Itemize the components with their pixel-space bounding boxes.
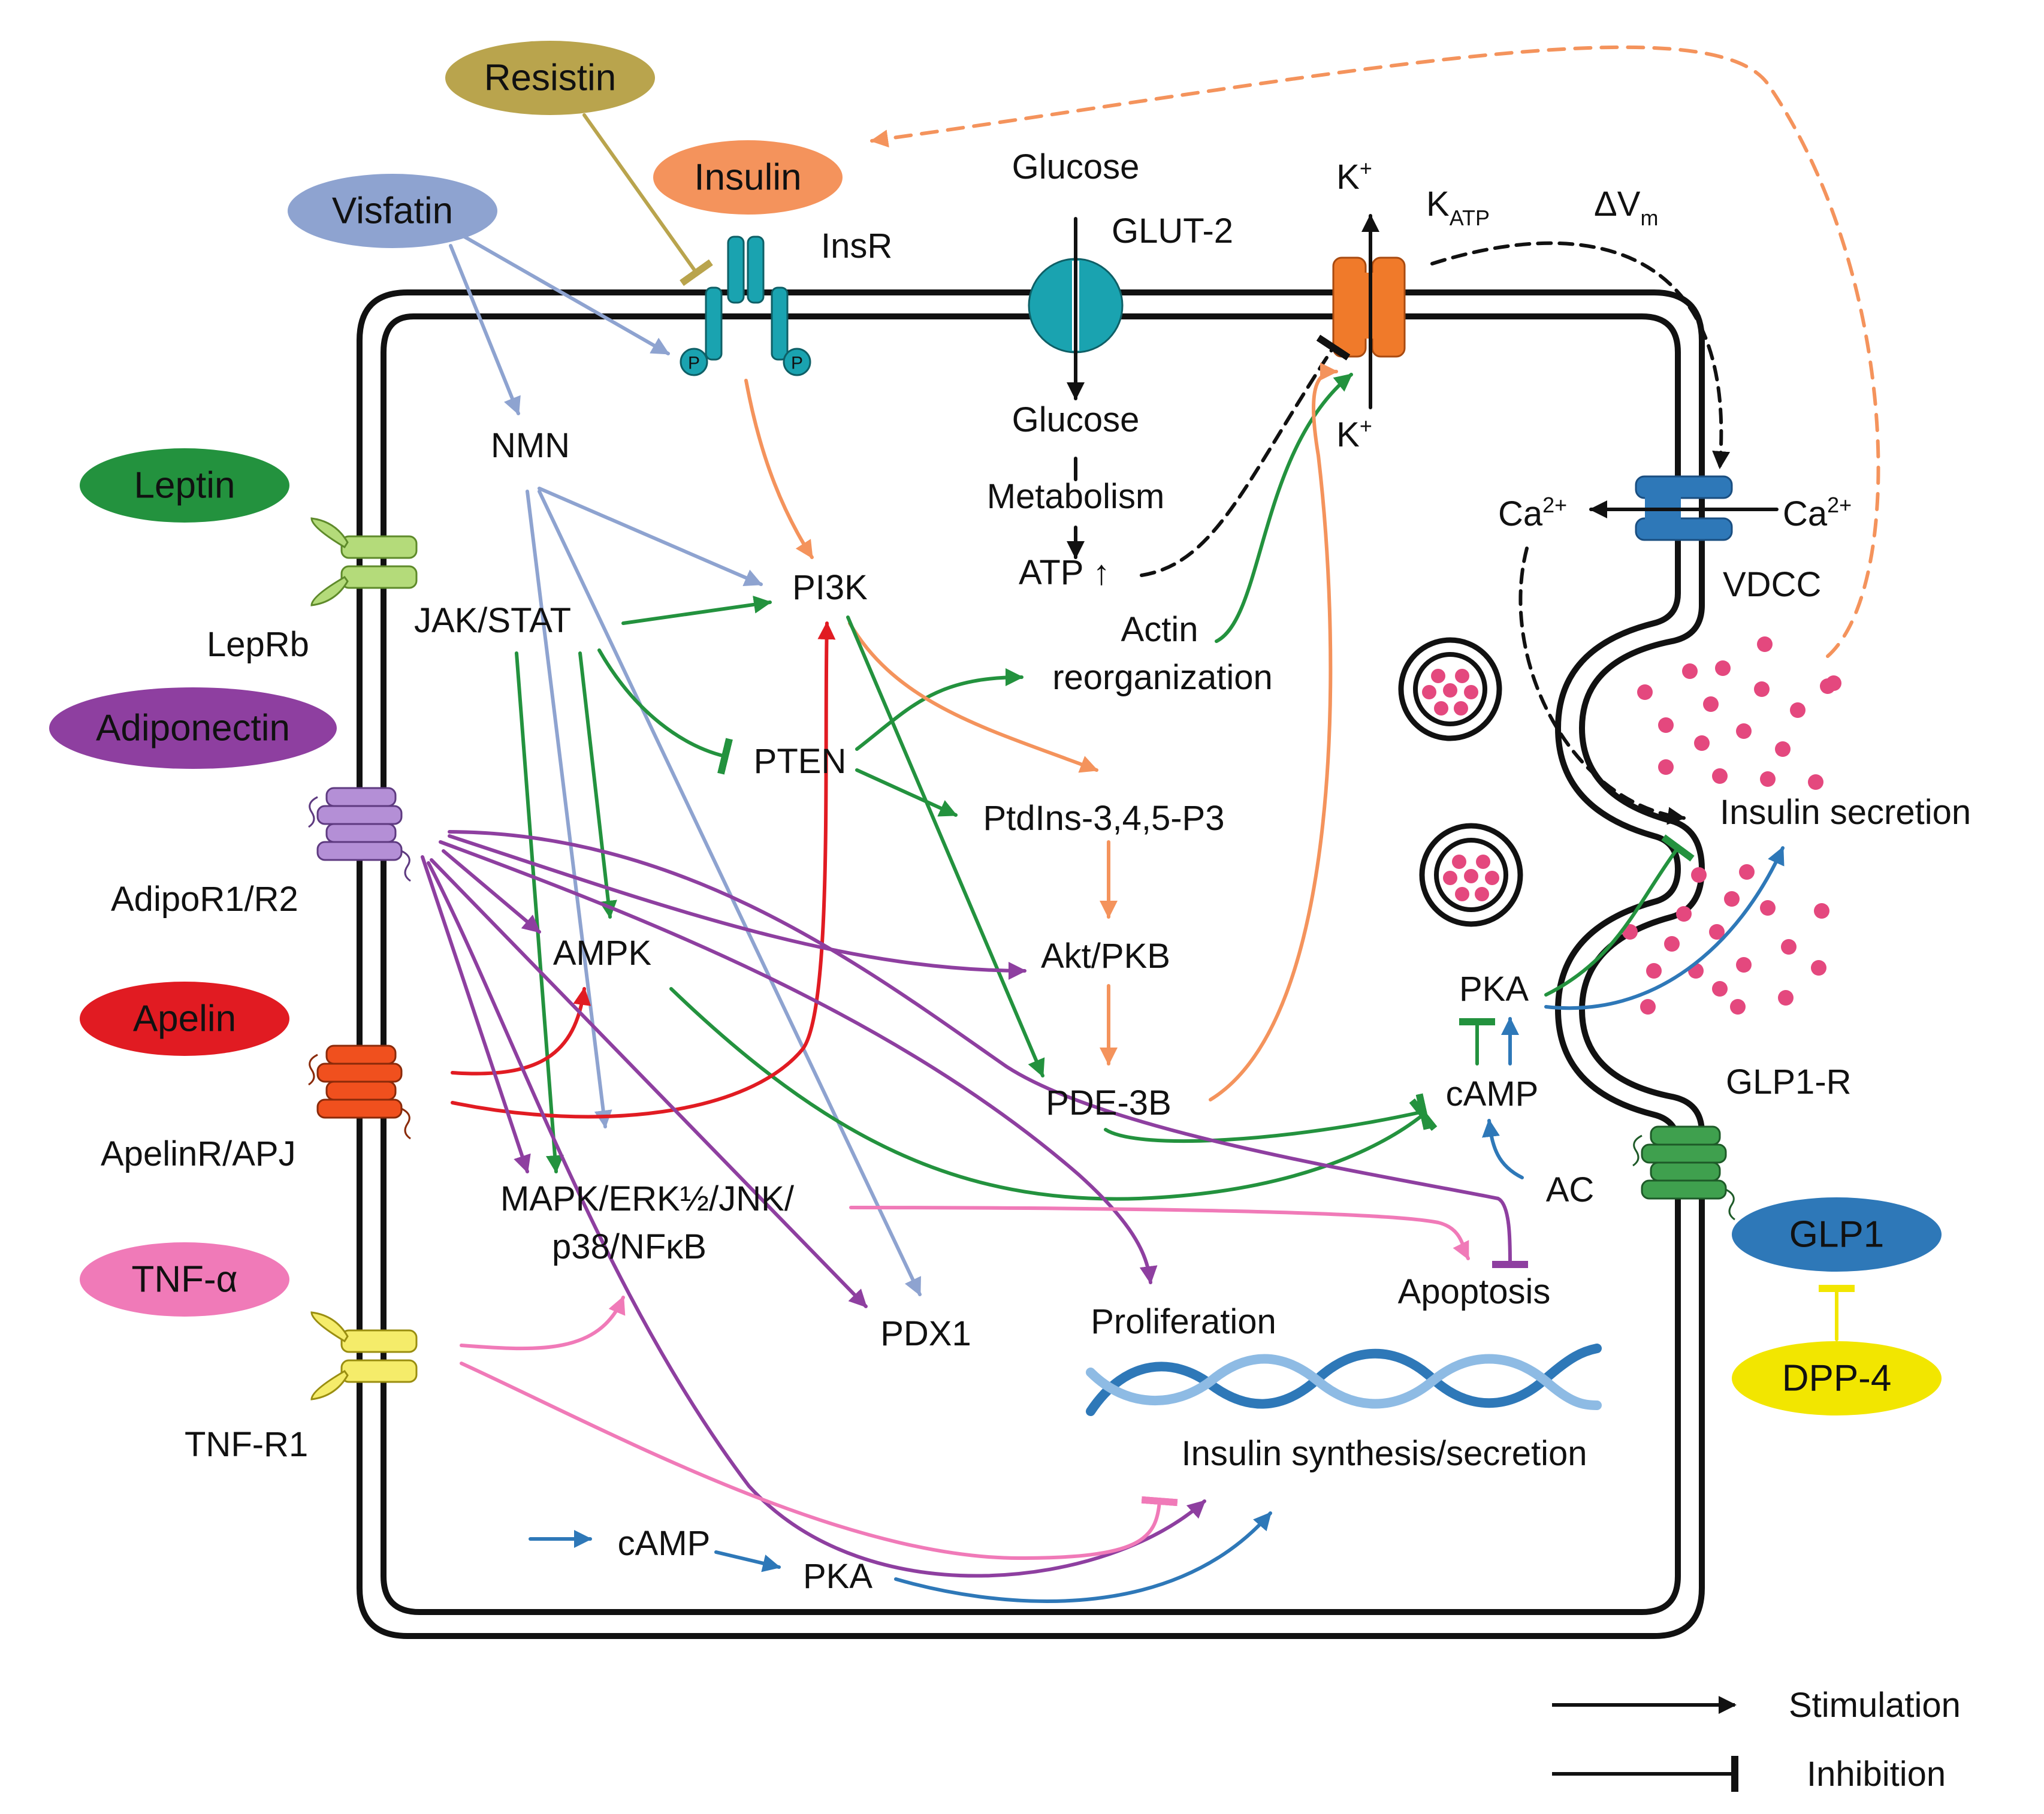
apelin-label: Apelin xyxy=(133,998,236,1040)
leprb-receptor xyxy=(310,517,418,606)
glp1-label: GLP1 xyxy=(1789,1214,1885,1255)
tnfr1-receptor xyxy=(310,1311,418,1401)
vdcc-channel xyxy=(1635,475,1733,541)
insulin-secretion-label: Insulin secretion xyxy=(1720,793,1971,832)
adiponectin-label: Adiponectin xyxy=(96,708,290,749)
resistin-label: Resistin xyxy=(484,58,617,99)
k-ion-in-label: K+ xyxy=(1336,413,1372,454)
insulin-label: Insulin xyxy=(694,157,801,198)
nmn-label: NMN xyxy=(491,426,570,465)
mapk-line2-label: p38/NFκB xyxy=(552,1227,707,1266)
ca-in-label: Ca2+ xyxy=(1498,493,1567,533)
mapk-line1-label: MAPK/ERK½/JNK/ xyxy=(500,1179,795,1218)
tnfr1-label: TNF-R1 xyxy=(185,1425,308,1464)
pi3k-label: PI3K xyxy=(792,568,868,607)
apelin-ligand: Apelin xyxy=(80,982,289,1056)
camp-bottom-label: cAMP xyxy=(618,1524,711,1563)
phospho-left-label: P xyxy=(688,354,700,373)
pdx1-label: PDX1 xyxy=(880,1314,971,1353)
pten-label: PTEN xyxy=(754,742,847,781)
tnf-label: TNF-α xyxy=(131,1259,237,1300)
glp1r-receptor xyxy=(1632,1125,1735,1221)
released-granules xyxy=(1622,636,1841,1015)
apelinr-receptor xyxy=(308,1045,411,1140)
edges xyxy=(421,45,1880,1603)
pka-right-label: PKA xyxy=(1459,970,1529,1009)
vdcc-label: VDCC xyxy=(1723,565,1821,604)
akt-label: Akt/PKB xyxy=(1041,937,1170,976)
glp1r-label: GLP1-R xyxy=(1726,1063,1852,1101)
apelinr-label: ApelinR/APJ xyxy=(101,1134,296,1173)
node-labels: Glucose Glucose Metabolism ATP ↑ K+ K+ K… xyxy=(414,147,1971,1596)
tnf-ligand: TNF-α xyxy=(80,1242,289,1317)
phospho-right-label: P xyxy=(791,354,803,373)
adipor-label: AdipoR1/R2 xyxy=(111,880,298,919)
leptin-label: Leptin xyxy=(134,465,236,506)
dna-helix-icon xyxy=(1086,1344,1602,1416)
ampk-label: AMPK xyxy=(553,934,652,973)
glucose-out-label: Glucose xyxy=(1012,147,1140,186)
adipor-receptor xyxy=(308,787,411,882)
glp1-ligand: GLP1 xyxy=(1732,1197,1942,1272)
leptin-ligand: Leptin xyxy=(80,448,289,523)
adiponectin-ligand: Adiponectin xyxy=(49,687,337,769)
reorganization-label: reorganization xyxy=(1052,658,1273,697)
apoptosis-label: Apoptosis xyxy=(1398,1272,1551,1311)
glut2-label: GLUT-2 xyxy=(1112,212,1233,250)
legend: Stimulation Inhibition xyxy=(1552,1686,1961,1794)
legend-inhibition-label: Inhibition xyxy=(1807,1755,1946,1794)
insulin-ligand: Insulin xyxy=(653,140,843,215)
metabolism-label: Metabolism xyxy=(987,477,1165,516)
camp-right-label: cAMP xyxy=(1446,1074,1539,1113)
ac-label: AC xyxy=(1546,1170,1595,1209)
ca-out-label: Ca2+ xyxy=(1783,493,1852,533)
synthesis-label: Insulin synthesis/secretion xyxy=(1182,1434,1587,1473)
dpp4-ligand: DPP-4 xyxy=(1732,1341,1942,1415)
dpp4-label: DPP-4 xyxy=(1782,1358,1892,1399)
proliferation-label: Proliferation xyxy=(1091,1302,1276,1341)
resistin-ligand: Resistin xyxy=(445,41,655,115)
katp-label: KATP xyxy=(1426,185,1490,230)
pde3b-label: PDE-3B xyxy=(1046,1083,1172,1122)
dvm-label: ΔVm xyxy=(1594,185,1658,230)
atp-label: ATP ↑ xyxy=(1019,553,1110,592)
jakstat-label: JAK/STAT xyxy=(414,601,571,640)
visfatin-ligand: Visfatin xyxy=(288,174,497,248)
k-ion-out-label: K+ xyxy=(1336,156,1372,197)
phospho-right-icon xyxy=(783,348,811,376)
granule-vesicle-lower xyxy=(1419,823,1523,927)
glucose-in-label: Glucose xyxy=(1012,400,1140,439)
legend-stimulation-label: Stimulation xyxy=(1789,1686,1961,1725)
phospho-left-icon xyxy=(680,348,708,376)
actin-label: Actin xyxy=(1121,610,1198,649)
insr-receptor: P P xyxy=(680,236,811,376)
granule-vesicle-upper xyxy=(1398,637,1502,741)
leprb-label: LepRb xyxy=(207,625,309,664)
cell-membrane xyxy=(357,289,1705,1639)
insr-label: InsR xyxy=(821,227,892,265)
ptdins-label: PtdIns-3,4,5-P3 xyxy=(983,799,1225,838)
visfatin-label: Visfatin xyxy=(332,191,453,232)
pka-bottom-label: PKA xyxy=(803,1557,872,1596)
